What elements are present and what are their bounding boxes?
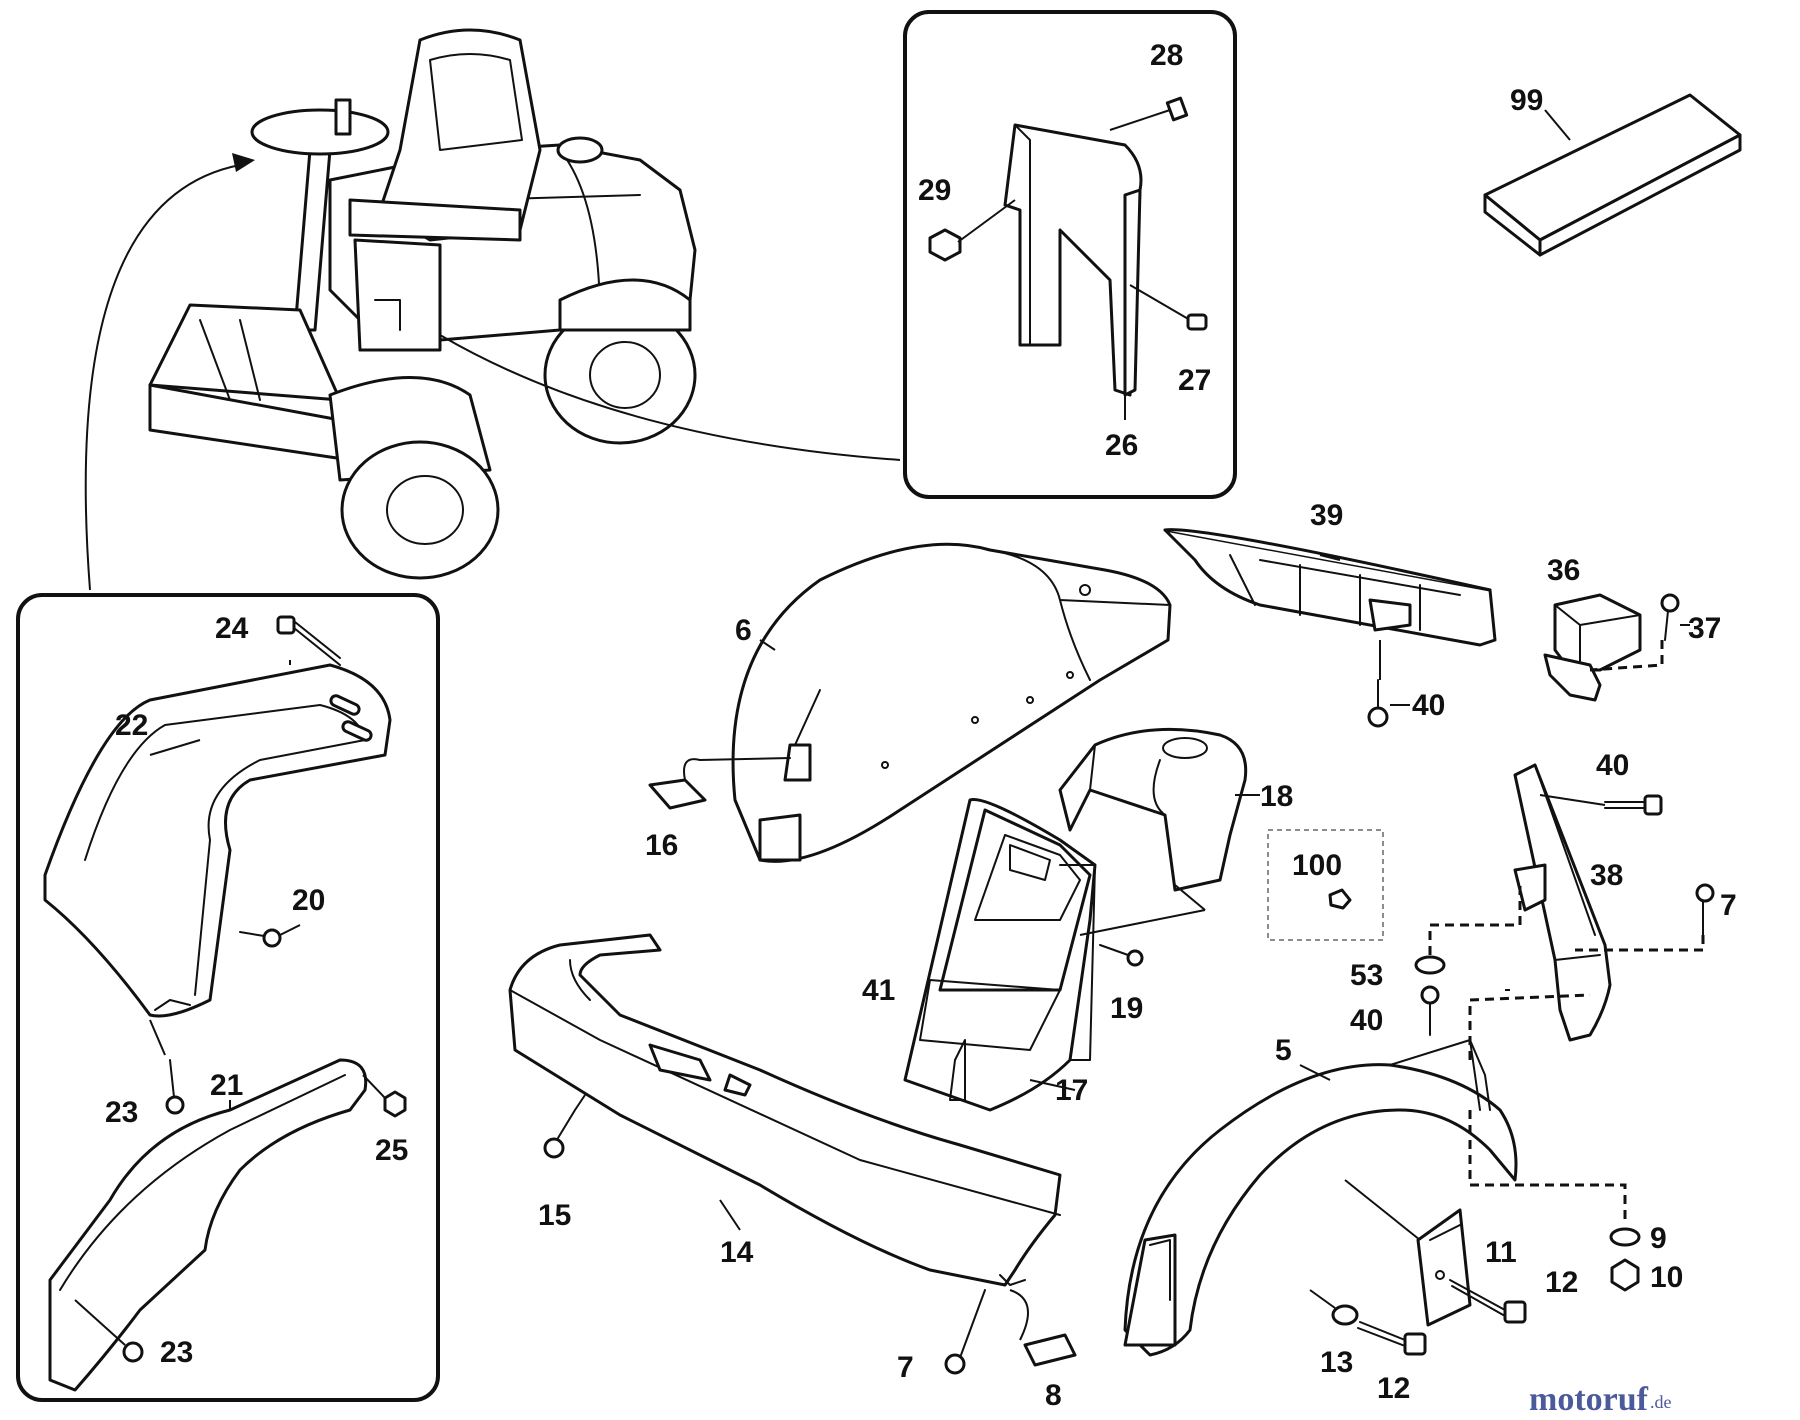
part-7-screw-upper [1575, 883, 1715, 952]
callout-16: 16 [645, 829, 678, 862]
part-26-bracket [1003, 123, 1143, 397]
arrow-to-tractor [84, 164, 241, 591]
part-99-block [1483, 93, 1742, 257]
arrow-to-detail-box [439, 334, 901, 461]
callout-40-lower: 40 [1350, 1004, 1383, 1037]
callout-22: 22 [115, 709, 148, 742]
fuel-cap [556, 136, 604, 164]
callout-23-upper: 23 [105, 1096, 138, 1129]
tractor-front-wheel [340, 440, 500, 580]
part-23-screw-upper [149, 1019, 185, 1115]
callout-21: 21 [210, 1069, 243, 1102]
watermark-name: motoruf [1529, 1381, 1649, 1418]
part-38-rail [1513, 763, 1612, 1042]
callout-28: 28 [1150, 39, 1183, 72]
part-14-front-bumper [508, 933, 1062, 1287]
callout-8: 8 [1045, 1379, 1062, 1412]
part-11-bracket [1344, 1179, 1472, 1327]
part-21-side-panel [48, 1058, 368, 1392]
callout-17: 17 [1055, 1074, 1088, 1107]
callout-41: 41 [862, 974, 895, 1007]
callout-23-lower: 23 [160, 1336, 193, 1369]
callout-5: 5 [1275, 1034, 1292, 1067]
part-40-screw-tray [1367, 640, 1410, 728]
part-12-bolt-right [1449, 1279, 1527, 1324]
part-10-nut [1610, 1258, 1640, 1292]
center-console [353, 238, 442, 352]
part-23-screw-lower [74, 1299, 144, 1363]
callout-6: 6 [735, 614, 752, 647]
callout-53: 53 [1350, 959, 1383, 992]
callout-37: 37 [1688, 612, 1721, 645]
detail-box-side-panels [16, 593, 440, 1402]
callout-40-tray: 40 [1412, 689, 1445, 722]
part-6-rear-hood [731, 542, 1172, 863]
part-8-clip [1009, 1289, 1077, 1367]
watermark-tld: .de [1650, 1392, 1672, 1412]
part-17-console [903, 798, 1097, 1112]
callout-7-lower: 7 [897, 1351, 914, 1384]
part-29-nut [928, 199, 1016, 262]
callout-12-right: 12 [1545, 1266, 1578, 1299]
detail-box-bracket [903, 10, 1237, 499]
callout-11: 11 [1485, 1236, 1517, 1269]
callout-100: 100 [1292, 849, 1342, 882]
callout-13: 13 [1320, 1346, 1353, 1379]
callout-99: 99 [1510, 84, 1543, 117]
callout-18: 18 [1260, 780, 1293, 813]
callout-7-upper: 7 [1720, 889, 1737, 922]
watermark: motoruf .de [1529, 1381, 1671, 1418]
part-20-screw [239, 924, 301, 948]
part-28-bolt [1109, 96, 1189, 131]
callout-26: 26 [1105, 429, 1138, 462]
part-12-bolt-bottom [1357, 1321, 1427, 1356]
callout-40-rail: 40 [1596, 749, 1629, 782]
part-9-washer [1609, 1227, 1641, 1247]
callout-10: 10 [1650, 1261, 1683, 1294]
part-13-washer [1309, 1289, 1359, 1326]
part-15-screw [543, 1094, 586, 1159]
part-24-bolt [276, 615, 341, 666]
part-25-nut [362, 1074, 407, 1118]
callout-29: 29 [918, 174, 951, 207]
callout-9: 9 [1650, 1222, 1667, 1255]
callout-12-bottom: 12 [1377, 1372, 1410, 1405]
part-36-bracket [1543, 593, 1642, 702]
part-100-box [1267, 829, 1384, 941]
part-27-bolt [1129, 284, 1208, 331]
part-22-side-panel [43, 663, 392, 1018]
callout-14: 14 [720, 1236, 754, 1269]
callout-24: 24 [215, 612, 249, 645]
part-16-clip [648, 757, 791, 810]
callout-labels: 99 28 29 27 26 24 22 20 23 21 25 23 6 16… [105, 39, 1737, 1412]
part-37-screw [1589, 593, 1680, 672]
tractor-overview [148, 28, 697, 580]
callout-20: 20 [292, 884, 325, 917]
callout-27: 27 [1178, 364, 1211, 397]
callout-38: 38 [1590, 859, 1623, 892]
part-40-screw-lower [1420, 985, 1440, 1036]
part-19-screw [1079, 884, 1206, 967]
part-5-rear-fender [1123, 993, 1627, 1357]
part-39-tray [1163, 528, 1497, 647]
part-40-bolt-rail [1539, 794, 1663, 816]
steering-wheel [250, 108, 390, 156]
part-53-washer [1414, 880, 1522, 975]
callout-25: 25 [375, 1134, 408, 1167]
callout-36: 36 [1547, 554, 1580, 587]
part-7-screw-lower [944, 1289, 986, 1375]
callout-15: 15 [538, 1199, 571, 1232]
part-100-clip [1328, 888, 1352, 910]
part-18-cowl [1058, 727, 1260, 892]
callout-39: 39 [1310, 499, 1343, 532]
steering-column [293, 148, 332, 332]
callout-19: 19 [1110, 992, 1143, 1025]
